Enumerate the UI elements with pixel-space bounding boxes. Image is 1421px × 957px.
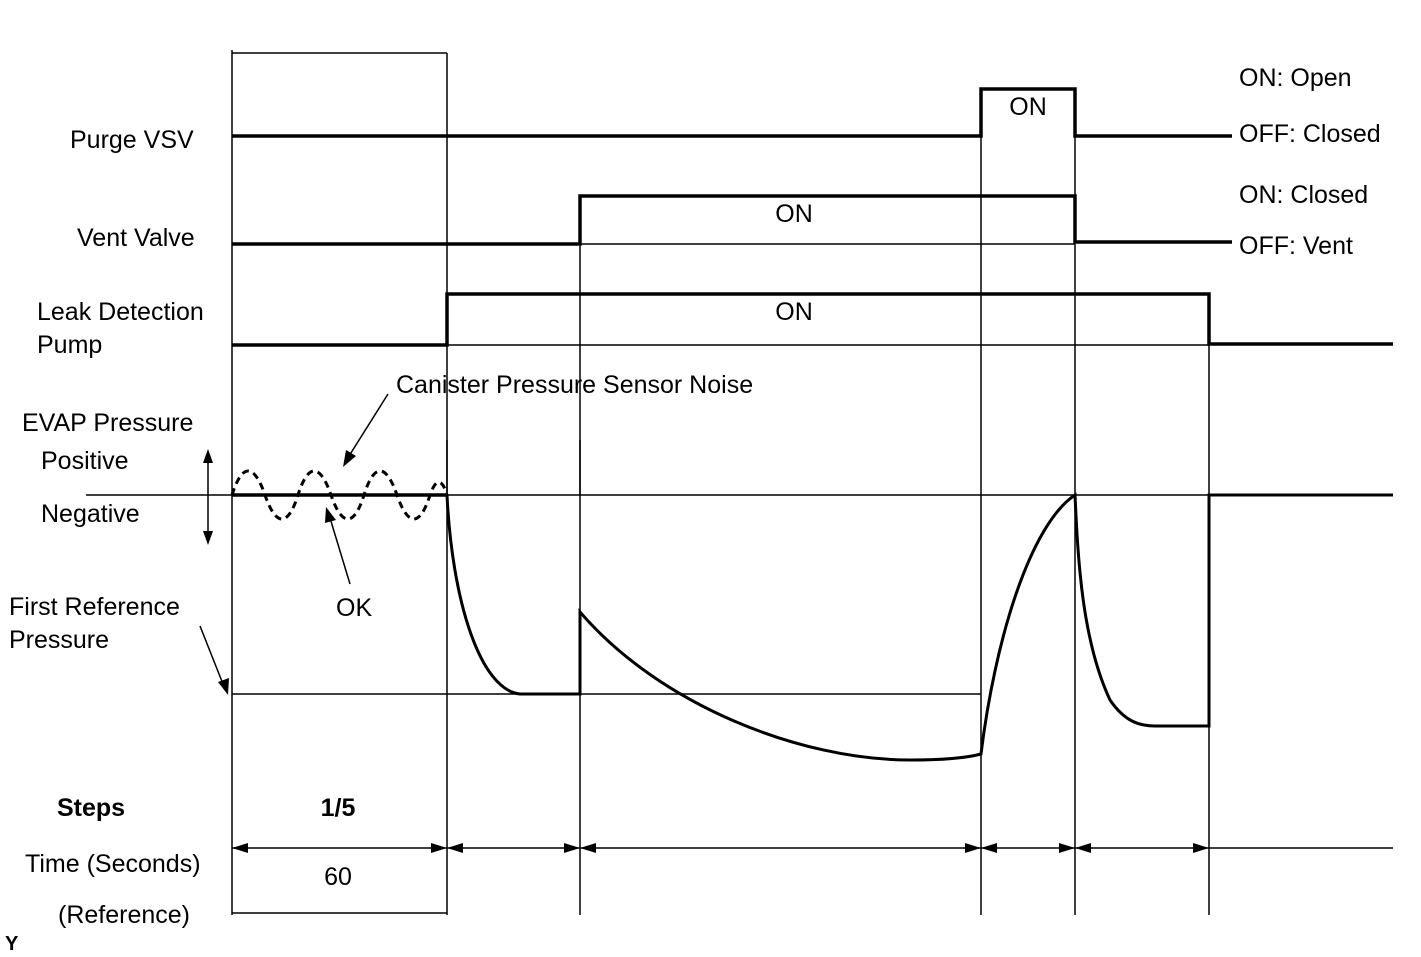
reference-label: (Reference)	[58, 901, 190, 929]
step-value: 1/5	[321, 794, 356, 822]
first-reference-label-line2: Pressure	[9, 626, 109, 654]
vent-valve-state-on: ON: Closed	[1239, 181, 1368, 209]
evap-pressure-graph	[86, 440, 1393, 762]
purge-vsv-row: Purge VSV ON ON: Open OFF: Closed	[70, 64, 1381, 154]
negative-label: Negative	[41, 500, 140, 528]
footer: Steps 1/5 Time (Seconds) (Reference) 60	[25, 794, 1393, 929]
purge-vsv-on-label: ON	[1009, 93, 1047, 121]
positive-label: Positive	[41, 447, 129, 475]
first-reference-label-line1: First Reference	[9, 593, 180, 621]
purge-vsv-state-on: ON: Open	[1239, 64, 1352, 92]
step-dividers	[579, 88, 1210, 915]
leak-pump-label-line1: Leak Detection	[37, 298, 204, 326]
corner-mark: Y	[5, 933, 19, 955]
purge-vsv-state-off: OFF: Closed	[1239, 120, 1381, 148]
vent-valve-signal	[232, 194, 1232, 246]
noise-annotation: Canister Pressure Sensor Noise	[396, 371, 753, 399]
leak-pump-signal	[232, 292, 1393, 347]
steps-label: Steps	[57, 794, 125, 822]
vent-valve-label: Vent Valve	[77, 224, 195, 252]
evap-pressure-curve	[445, 492, 1393, 762]
leak-pump-on-label: ON	[775, 298, 813, 326]
annotations: Canister Pressure Sensor Noise OK First …	[9, 371, 753, 695]
vent-valve-on-label: ON	[775, 200, 813, 228]
sensor-noise-wave	[230, 469, 449, 521]
time-value: 60	[324, 863, 352, 891]
leak-pump-row: Leak Detection Pump ON	[37, 292, 1393, 359]
evap-pressure-labels: EVAP Pressure Positive Negative	[22, 409, 213, 545]
step-box	[231, 50, 448, 915]
evap-pressure-title: EVAP Pressure	[22, 409, 193, 437]
ok-annotation: OK	[336, 594, 372, 622]
leak-pump-label-line2: Pump	[37, 331, 102, 359]
vent-valve-row: Vent Valve ON ON: Closed OFF: Vent	[77, 181, 1368, 260]
vent-valve-state-off: OFF: Vent	[1239, 232, 1353, 260]
purge-vsv-signal	[232, 87, 1232, 138]
time-label: Time (Seconds)	[25, 850, 201, 878]
purge-vsv-label: Purge VSV	[70, 126, 194, 154]
